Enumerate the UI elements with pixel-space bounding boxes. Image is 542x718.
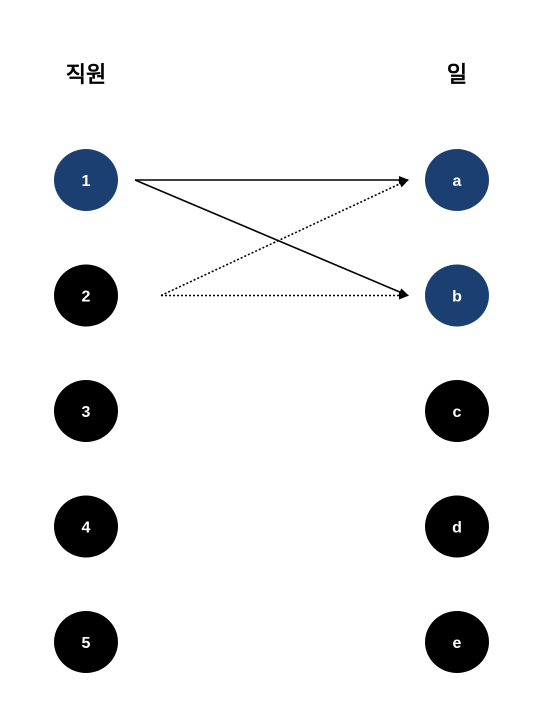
edge-1-to-b bbox=[134, 179, 409, 297]
task-node-circle-b bbox=[425, 264, 489, 327]
employee-node-label-5: 5 bbox=[82, 635, 91, 652]
task-node-circle-e bbox=[425, 611, 489, 673]
right-column-title: 일 bbox=[447, 63, 467, 88]
employee-node-circle-4 bbox=[54, 495, 118, 558]
employee-node-3: 3 bbox=[54, 380, 118, 442]
task-node-label-a: a bbox=[453, 173, 462, 190]
task-node-d: d bbox=[425, 495, 489, 558]
employee-node-circle-2 bbox=[54, 264, 118, 327]
task-node-circle-d bbox=[425, 495, 489, 558]
left-column-title: 직원 bbox=[66, 63, 106, 88]
edges-layer bbox=[134, 176, 409, 300]
task-node-label-c: c bbox=[453, 404, 462, 421]
employee-node-circle-1 bbox=[54, 149, 118, 211]
nodes-layer: 1 2 3 4 5 a b c d e bbox=[54, 149, 489, 673]
employee-node-4: 4 bbox=[54, 495, 118, 558]
task-node-circle-a bbox=[425, 149, 489, 211]
task-node-circle-c bbox=[425, 380, 489, 442]
task-node-c: c bbox=[425, 380, 489, 442]
employee-node-1: 1 bbox=[54, 149, 118, 211]
task-node-e: e bbox=[425, 611, 489, 673]
task-node-label-d: d bbox=[452, 520, 462, 537]
edge-2-to-a bbox=[160, 179, 409, 297]
task-node-label-b: b bbox=[452, 289, 462, 306]
employee-node-label-3: 3 bbox=[82, 404, 91, 421]
employee-node-2: 2 bbox=[54, 264, 118, 327]
task-node-b: b bbox=[425, 264, 489, 327]
task-node-a: a bbox=[425, 149, 489, 211]
task-node-label-e: e bbox=[453, 635, 462, 652]
employee-node-circle-5 bbox=[54, 611, 118, 673]
employee-node-label-4: 4 bbox=[82, 520, 91, 537]
employee-node-5: 5 bbox=[54, 611, 118, 673]
employee-node-circle-3 bbox=[54, 380, 118, 442]
employee-node-label-1: 1 bbox=[82, 173, 91, 190]
employee-node-label-2: 2 bbox=[82, 289, 91, 306]
